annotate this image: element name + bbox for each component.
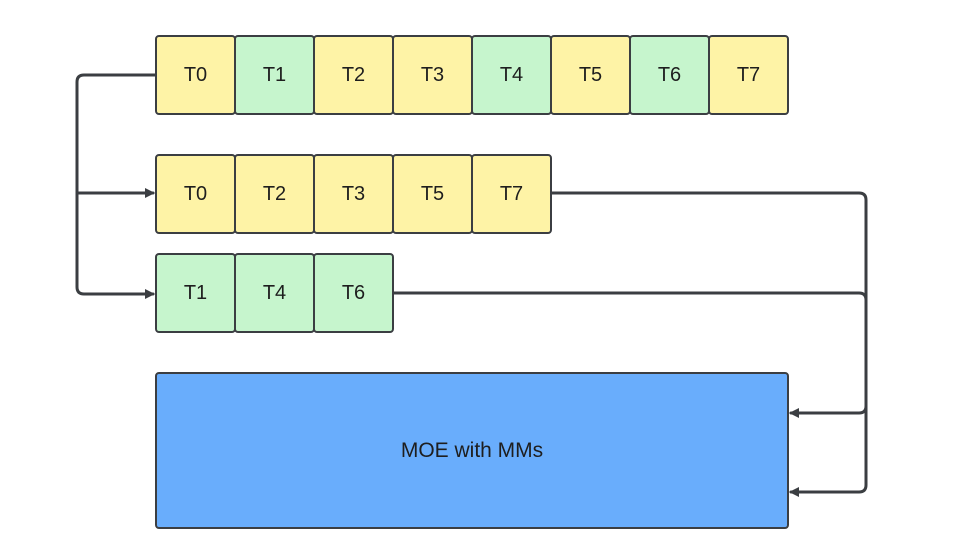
token-cell-t0: T0 xyxy=(155,154,236,234)
token-cell-t6: T6 xyxy=(629,35,710,115)
token-label: T6 xyxy=(341,281,366,304)
token-cell-t4: T4 xyxy=(234,253,315,333)
token-cell-t1: T1 xyxy=(155,253,236,333)
token-cell-t2: T2 xyxy=(234,154,315,234)
token-cell-t7: T7 xyxy=(471,154,552,234)
split-trunk-line xyxy=(75,73,157,299)
token-label: T3 xyxy=(420,63,445,86)
token-label: T7 xyxy=(499,182,524,205)
token-label: T4 xyxy=(499,63,524,86)
token-cell-t3: T3 xyxy=(392,35,473,115)
token-cell-t6: T6 xyxy=(313,253,394,333)
green-to-moe-arrow xyxy=(392,291,868,418)
token-cell-t4: T4 xyxy=(471,35,552,115)
token-cell-t0: T0 xyxy=(155,35,236,115)
token-label: T2 xyxy=(262,182,287,205)
token-cell-t5: T5 xyxy=(550,35,631,115)
token-cell-t1: T1 xyxy=(234,35,315,115)
token-cell-t2: T2 xyxy=(313,35,394,115)
token-label: T5 xyxy=(420,182,445,205)
token-label: T2 xyxy=(341,63,366,86)
token-label: T0 xyxy=(183,63,208,86)
token-label: T5 xyxy=(578,63,603,86)
token-label: T6 xyxy=(657,63,682,86)
moe-label: MOE with MMs xyxy=(400,438,544,462)
token-cell-t7: T7 xyxy=(708,35,789,115)
token-label: T4 xyxy=(262,281,287,304)
token-cell-t5: T5 xyxy=(392,154,473,234)
token-label: T7 xyxy=(736,63,761,86)
token-label: T0 xyxy=(183,182,208,205)
moe-block: MOE with MMs xyxy=(155,372,789,529)
token-label: T1 xyxy=(183,281,208,304)
token-cell-t3: T3 xyxy=(313,154,394,234)
token-label: T3 xyxy=(341,182,366,205)
token-label: T1 xyxy=(262,63,287,86)
